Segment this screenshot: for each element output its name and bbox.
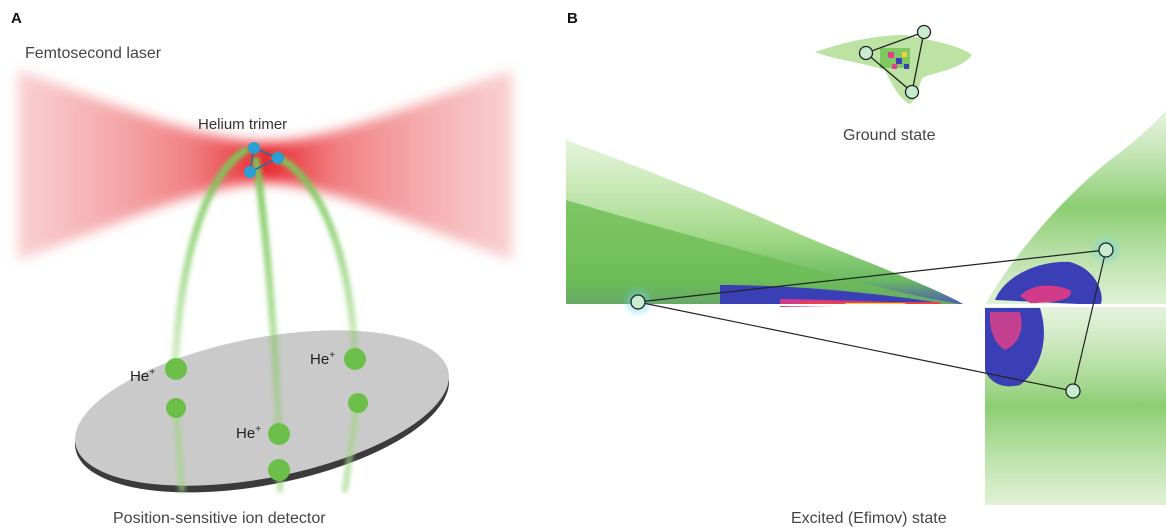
ground-state-label: Ground state xyxy=(843,127,936,144)
laser-label: Femtosecond laser xyxy=(25,45,162,62)
ground-state-distribution xyxy=(815,35,972,104)
helium-trimer-atoms xyxy=(244,142,284,178)
excited-state-triangle xyxy=(622,234,1122,399)
panel-a-label: A xyxy=(11,10,22,27)
trimer-label: Helium trimer xyxy=(198,116,288,133)
excited-state-left-lobe xyxy=(566,140,965,307)
ion-label-center: He+ xyxy=(236,424,262,442)
detector-label: Position-sensitive ion detector xyxy=(113,510,326,527)
ion-label-right: He+ xyxy=(310,350,336,368)
ion-hits xyxy=(165,348,368,481)
excited-state-right-lobe xyxy=(985,110,1166,505)
ion-label-left: He+ xyxy=(130,367,156,385)
ion-trajectories xyxy=(171,146,359,437)
panel-b-label: B xyxy=(567,10,578,27)
excited-state-label: Excited (Efimov) state xyxy=(791,510,947,527)
ground-state-triangle xyxy=(858,24,932,100)
